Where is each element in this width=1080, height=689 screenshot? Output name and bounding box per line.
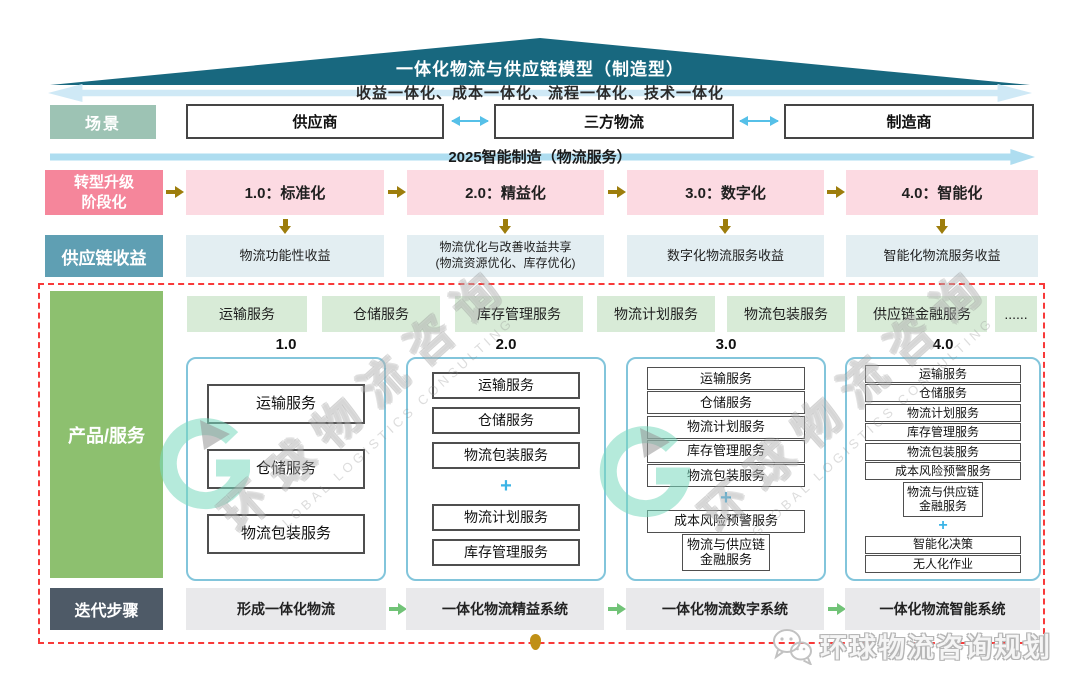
scene-box-supplier: 供应商 (186, 104, 444, 139)
products-dashed-border (38, 283, 1045, 644)
product-column-3: 运输服务 仓储服务 物流计划服务 库存管理服务 物流包装服务 + 成本风险预警服… (626, 357, 826, 581)
banner-triangle (50, 38, 1030, 85)
product-box: 物流包装服务 (432, 441, 580, 469)
green-arrow-right-icon (608, 603, 626, 615)
gold-marker (530, 634, 541, 650)
product-box: 智能化决策 (865, 535, 1021, 554)
iteration-box-4: 一体化物流智能系统 (845, 588, 1040, 630)
double-arrow-icon (739, 116, 779, 126)
product-box: 库存管理服务 (865, 423, 1021, 442)
service-chip: 运输服务 (187, 296, 307, 332)
income-row-label: 供应链收益 (45, 235, 163, 277)
gold-arrow-right-icon (608, 186, 626, 198)
product-box: 物流包装服务 (865, 442, 1021, 461)
service-chip: 仓储服务 (322, 296, 440, 332)
product-box: 运输服务 (207, 384, 365, 424)
gold-arrow-down-icon (719, 219, 731, 234)
product-box: 运输服务 (865, 365, 1021, 383)
gold-arrow-right-icon (388, 186, 406, 198)
product-box: 物流与供应链金融服务 (903, 481, 983, 517)
income-box-4: 智能化物流服务收益 (846, 235, 1038, 277)
product-column-1: 运输服务 仓储服务 物流包装服务 (186, 357, 386, 581)
product-box: 物流计划服务 (865, 403, 1021, 422)
product-column-2: 运输服务 仓储服务 物流包装服务 + 物流计划服务 库存管理服务 (406, 357, 606, 581)
product-box: 库存管理服务 (432, 539, 580, 567)
gold-arrow-right-icon (166, 186, 184, 198)
product-box: 仓储服务 (207, 449, 365, 489)
scene-row-label: 场景 (50, 105, 156, 139)
product-box: 物流包装服务 (647, 464, 805, 487)
product-box: 成本风险预警服务 (865, 462, 1021, 481)
integration-band-label: 收益一体化、成本一体化、流程一体化、技术一体化 (355, 85, 724, 102)
product-box: 物流计划服务 (647, 415, 805, 439)
column-version-label: 1.0 (275, 336, 297, 353)
income-box-2-line1: 物流优化与改善收益共享 (439, 240, 572, 255)
gold-arrow-down-icon (279, 219, 291, 234)
product-box: 仓储服务 (432, 406, 580, 434)
stage-box-3: 3.0：数字化 (627, 170, 824, 215)
iteration-box-2: 一体化物流精益系统 (406, 588, 604, 630)
product-column-4: 运输服务 仓储服务 物流计划服务 库存管理服务 物流包装服务 成本风险预警服务 … (845, 357, 1041, 581)
income-box-3: 数字化物流服务收益 (627, 235, 824, 277)
stage-label-line2: 阶段化 (81, 193, 127, 211)
scene-box-manufacturer: 制造商 (784, 104, 1034, 139)
stage-row-label: 转型升级 阶段化 (45, 170, 163, 215)
product-box: 仓储服务 (647, 391, 805, 415)
green-arrow-right-icon (828, 603, 846, 615)
product-box: 运输服务 (432, 371, 580, 399)
stage-label-line1: 转型升级 (73, 174, 134, 191)
stage-box-1: 1.0：标准化 (186, 170, 384, 215)
product-box: 仓储服务 (865, 384, 1021, 403)
column-version-label: 4.0 (932, 336, 954, 353)
product-box: 无人化作业 (865, 555, 1021, 573)
gold-arrow-right-icon (827, 186, 845, 198)
service-chip: 库存管理服务 (455, 296, 583, 332)
products-row-label: 产品/服务 (50, 291, 163, 578)
stage-box-4: 4.0：智能化 (846, 170, 1038, 215)
product-box: 物流与供应链金融服务 (682, 533, 770, 571)
gold-arrow-down-icon (936, 219, 948, 234)
column-version-label: 2.0 (495, 336, 517, 353)
income-box-2-line2: (物流资源优化、库存优化) (435, 256, 576, 270)
product-box: 库存管理服务 (647, 439, 805, 463)
iteration-box-3: 一体化物流数字系统 (626, 588, 824, 630)
product-box: 物流计划服务 (432, 504, 580, 532)
plus-icon: + (720, 487, 732, 510)
stage-box-2: 2.0：精益化 (407, 170, 604, 215)
gold-arrow-down-icon (499, 219, 511, 234)
column-version-label: 3.0 (715, 336, 737, 353)
plus-icon: + (938, 517, 948, 535)
service-chip: 物流包装服务 (727, 296, 845, 332)
service-chip: 物流计划服务 (597, 296, 715, 332)
service-chip-more: ...... (995, 296, 1037, 332)
double-arrow-icon (451, 116, 489, 126)
page-title: 一体化物流与供应链模型（制造型） (396, 60, 684, 79)
plus-icon: + (500, 475, 512, 498)
product-box: 运输服务 (647, 367, 805, 390)
income-box-1: 物流功能性收益 (186, 235, 384, 277)
smart-band-label: 2025智能制造（物流服务） (448, 149, 632, 166)
income-box-2: 物流优化与改善收益共享 (物流资源优化、库存优化) (407, 235, 604, 277)
product-box: 物流包装服务 (207, 514, 365, 554)
product-box: 成本风险预警服务 (647, 509, 805, 533)
green-arrow-right-icon (389, 603, 407, 615)
scene-box-3pl: 三方物流 (494, 104, 734, 139)
iteration-row-label: 迭代步骤 (50, 588, 163, 630)
iteration-box-1: 形成一体化物流 (186, 588, 386, 630)
service-chip: 供应链金融服务 (857, 296, 987, 332)
